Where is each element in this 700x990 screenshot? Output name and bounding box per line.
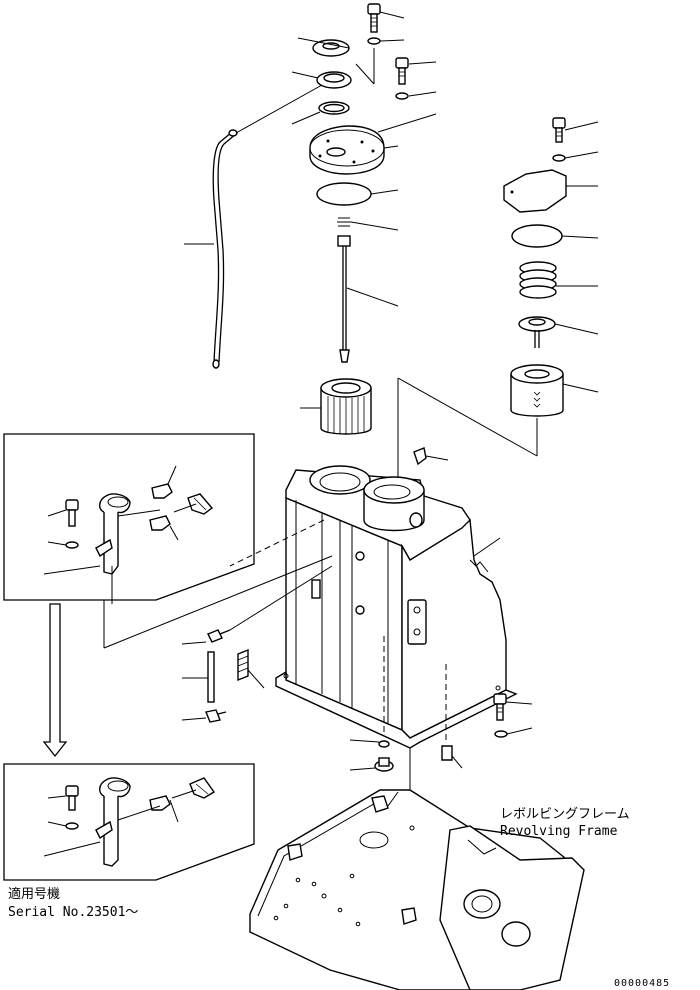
cover-plate bbox=[309, 125, 385, 175]
connector-line bbox=[397, 377, 538, 457]
serial-label-en: Serial No.23501～ bbox=[8, 905, 138, 920]
connector-line bbox=[103, 555, 333, 649]
tank-mount-bolt bbox=[493, 693, 507, 721]
level-gauge-tube bbox=[212, 129, 238, 369]
bolt-2 bbox=[395, 57, 409, 85]
down-arrow bbox=[42, 603, 68, 758]
lower-washer bbox=[378, 740, 390, 748]
drain-plug bbox=[413, 447, 427, 466]
detail-inset-upper bbox=[3, 433, 255, 604]
cap-bolt bbox=[367, 3, 381, 33]
o-ring bbox=[316, 182, 372, 206]
hose-tube bbox=[207, 651, 215, 703]
breather-seal bbox=[316, 71, 352, 89]
gasket-ring bbox=[318, 101, 350, 115]
filter-washer bbox=[552, 154, 566, 162]
connector-line bbox=[355, 63, 375, 85]
return-filter-element bbox=[510, 364, 564, 417]
leader-lines bbox=[43, 11, 599, 857]
connector-line bbox=[229, 565, 333, 631]
strainer-rod bbox=[337, 235, 351, 363]
serial-label-jp: 適用号機 bbox=[8, 886, 60, 902]
revolving-frame bbox=[249, 789, 585, 990]
drawing-number: 00000485 bbox=[614, 978, 670, 989]
lower-nut bbox=[374, 757, 394, 772]
hose-elbow-top bbox=[207, 629, 231, 643]
revolving-frame-label-jp: レボルビングフレーム bbox=[500, 807, 630, 822]
hose-elbow-bottom bbox=[205, 709, 227, 723]
spring bbox=[337, 217, 351, 227]
revolving-frame-label-en: Revolving Frame bbox=[500, 824, 618, 839]
detail-inset-lower bbox=[3, 763, 255, 881]
filter-valve bbox=[518, 316, 556, 348]
spacer bbox=[441, 745, 453, 761]
filter-bolt bbox=[552, 117, 566, 143]
tank-mount-washer bbox=[494, 730, 508, 738]
cap-washer bbox=[367, 37, 381, 45]
filter-spring bbox=[519, 261, 557, 299]
connector-line bbox=[235, 84, 323, 134]
washer-2 bbox=[395, 92, 409, 100]
filter-cover bbox=[503, 169, 567, 213]
hydraulic-tank bbox=[275, 465, 518, 749]
filter-element bbox=[320, 378, 372, 435]
clip bbox=[237, 648, 249, 682]
centerline bbox=[229, 519, 325, 567]
filter-o-ring bbox=[511, 224, 563, 248]
